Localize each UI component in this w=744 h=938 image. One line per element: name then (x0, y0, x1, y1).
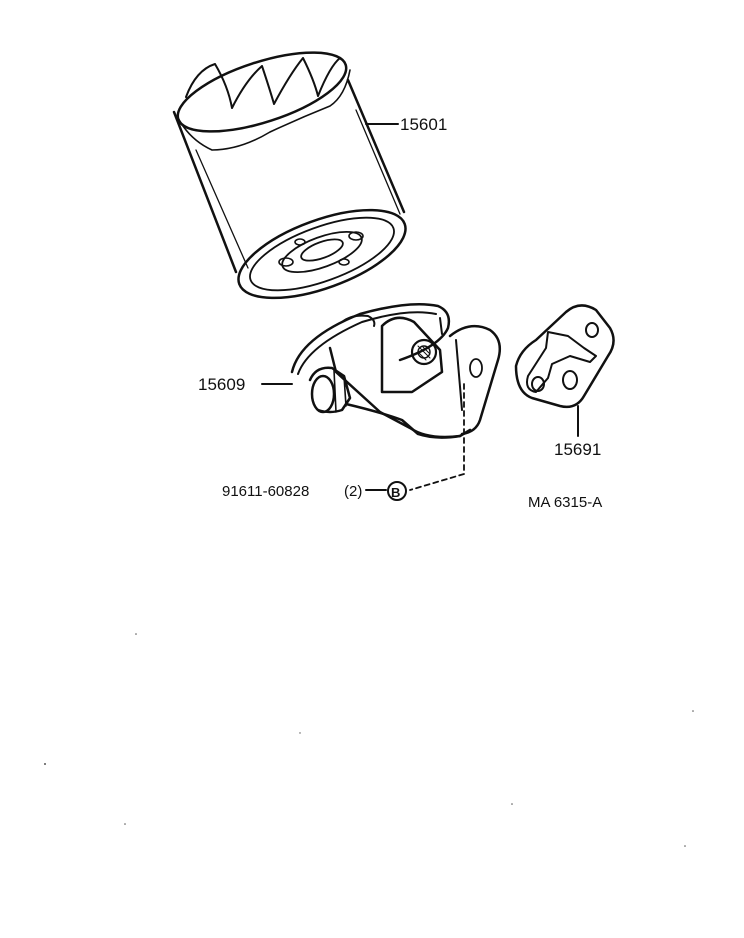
bolt-symbol: B (391, 485, 400, 500)
oil-filter-part-number: 15601 (400, 115, 447, 134)
filter-bracket-part-number: 15609 (198, 375, 245, 394)
filter-bracket-drawing (261, 302, 501, 439)
scan-specks (44, 633, 694, 847)
bolt-callout (365, 383, 465, 501)
gasket-drawing (514, 304, 615, 437)
bolt-quantity: (2) (344, 483, 362, 500)
bolt-symbol-circle (387, 481, 407, 501)
oil-filter-drawing (172, 51, 407, 300)
drawing-code: MA 6315-A (528, 494, 602, 511)
bolt-part-number: 91611-60828 (222, 483, 309, 500)
gasket-part-number: 15691 (554, 440, 601, 459)
